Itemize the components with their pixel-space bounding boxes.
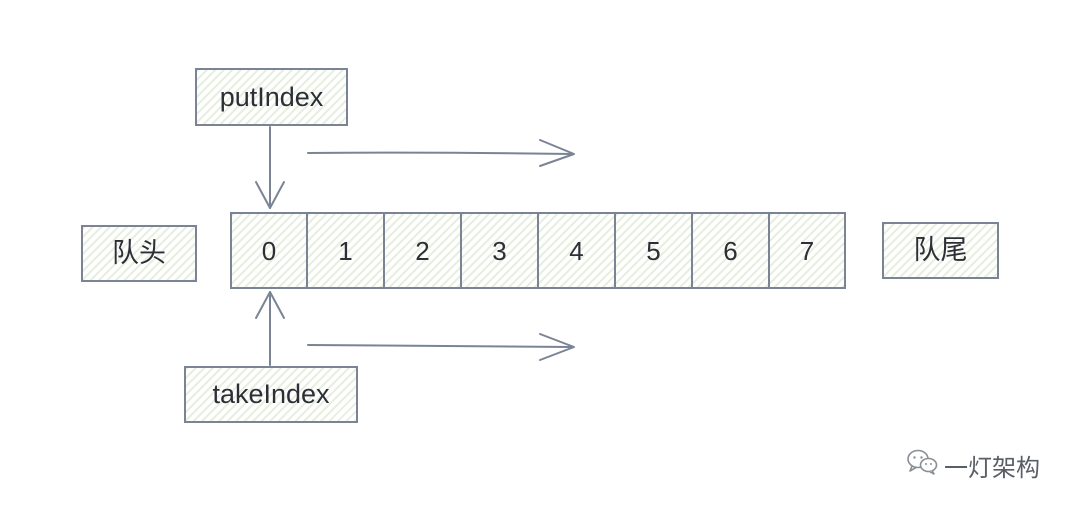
queue-head-box: 队头 bbox=[81, 225, 197, 282]
queue-head-label: 队头 bbox=[112, 238, 166, 268]
array-cell-index: 7 bbox=[799, 235, 815, 266]
put-index-label: putIndex bbox=[219, 81, 324, 112]
array-cell-index: 6 bbox=[723, 235, 738, 266]
take-index-direction-arrow bbox=[307, 333, 575, 361]
watermark: 一灯架构 bbox=[906, 447, 1040, 483]
array-cell: 3 bbox=[460, 212, 539, 289]
array-cell: 1 bbox=[306, 212, 385, 289]
array-cell-index: 4 bbox=[569, 235, 584, 266]
array-cell: 6 bbox=[691, 212, 770, 289]
array-cell-index: 0 bbox=[261, 235, 277, 266]
take-index-label: takeIndex bbox=[212, 379, 330, 409]
put-index-box: putIndex bbox=[195, 68, 348, 126]
array-cell: 0 bbox=[230, 212, 308, 289]
put-index-pointer-arrow bbox=[255, 126, 285, 209]
array-cell: 2 bbox=[383, 212, 462, 289]
put-index-direction-arrow bbox=[307, 139, 575, 167]
array-cell: 4 bbox=[537, 212, 616, 289]
array-cell-index: 2 bbox=[415, 235, 430, 266]
array-cell-index: 3 bbox=[492, 235, 507, 266]
array-cell: 5 bbox=[614, 212, 693, 289]
array-cell-index: 1 bbox=[338, 235, 353, 266]
take-index-box: takeIndex bbox=[184, 366, 358, 423]
take-index-pointer-arrow bbox=[255, 291, 285, 366]
queue-tail-box: 队尾 bbox=[882, 222, 999, 279]
wechat-icon bbox=[906, 448, 938, 483]
watermark-text: 一灯架构 bbox=[944, 454, 1040, 482]
array-cell: 7 bbox=[768, 212, 846, 289]
array-cell-index: 5 bbox=[646, 235, 661, 266]
queue-tail-label: 队尾 bbox=[913, 235, 968, 265]
